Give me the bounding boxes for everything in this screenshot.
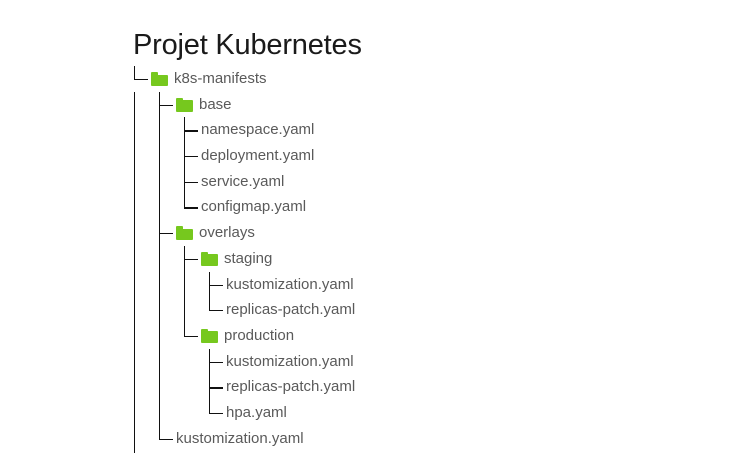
tree-guide-line xyxy=(128,425,153,453)
tree-guide-line xyxy=(153,245,178,273)
tree-node-label: production xyxy=(224,326,295,344)
tree-row-file[interactable]: replicas-patch.yaml xyxy=(128,297,728,324)
tree-row-file[interactable]: kustomization.yaml xyxy=(128,348,728,376)
file-tree: k8s-manifests base namespace.yaml deploymen… xyxy=(128,66,728,453)
tree-row-folder[interactable]: staging xyxy=(128,245,728,273)
tree-guide-line xyxy=(128,348,153,376)
tree-guide-line xyxy=(178,271,203,299)
tree-connector-elbow xyxy=(178,322,203,350)
tree-guide-line xyxy=(128,245,153,273)
tree-guide-line xyxy=(153,322,178,350)
tree-row-file[interactable]: kustomization.yaml xyxy=(128,271,728,299)
tree-guide-line xyxy=(153,399,178,427)
tree-guide-line xyxy=(128,322,153,350)
tree-connector-elbow xyxy=(128,66,153,93)
tree-row-file[interactable]: service.yaml xyxy=(128,168,728,196)
tree-guide-line xyxy=(128,168,153,196)
tree-guide-line xyxy=(153,374,178,401)
tree-connector-tee xyxy=(178,245,203,273)
tree-guide-line xyxy=(153,297,178,324)
tree-guide-line xyxy=(128,374,153,401)
tree-guide-line xyxy=(153,117,178,145)
tree-guide-line xyxy=(128,91,153,119)
tree-connector-tee xyxy=(153,220,178,247)
tree-node-label: replicas-patch.yaml xyxy=(226,301,356,319)
tree-guide-line xyxy=(128,399,153,427)
tree-guide-line xyxy=(153,168,178,196)
tree-node-label: replicas-patch.yaml xyxy=(226,378,356,396)
tree-row-folder[interactable]: k8s-manifests xyxy=(128,66,728,93)
folder-icon xyxy=(201,251,218,266)
tree-row-folder[interactable]: production xyxy=(128,322,728,350)
tree-guide-line xyxy=(128,220,153,247)
folder-icon xyxy=(201,328,218,343)
tree-node-label: hpa.yaml xyxy=(226,403,287,421)
tree-connector-elbow xyxy=(153,425,178,453)
tree-row-file[interactable]: hpa.yaml xyxy=(128,399,728,427)
tree-guide-line xyxy=(128,271,153,299)
tree-node-label: overlays xyxy=(199,224,255,242)
tree-connector-tee xyxy=(203,271,228,299)
tree-row-file[interactable]: kustomization.yaml xyxy=(128,425,728,453)
tree-node-label: kustomization.yaml xyxy=(226,352,354,370)
tree-connector-tee xyxy=(203,374,228,401)
tree-connector-tee xyxy=(203,348,228,376)
tree-node-label: kustomization.yaml xyxy=(176,429,304,447)
tree-node-label: staging xyxy=(224,249,273,267)
tree-node-label: base xyxy=(199,95,232,113)
tree-guide-line xyxy=(153,271,178,299)
page-title: Projet Kubernetes xyxy=(133,29,362,62)
tree-guide-line xyxy=(128,117,153,145)
tree-row-file[interactable]: configmap.yaml xyxy=(128,194,728,222)
tree-node-label: deployment.yaml xyxy=(201,147,315,165)
tree-node-label: configmap.yaml xyxy=(201,198,307,216)
tree-connector-tee xyxy=(153,91,178,119)
tree-node-label: kustomization.yaml xyxy=(226,275,354,293)
tree-guide-line xyxy=(128,194,153,222)
tree-guide-line xyxy=(128,143,153,170)
tree-row-folder[interactable]: base xyxy=(128,91,728,119)
tree-guide-line xyxy=(128,297,153,324)
tree-connector-elbow xyxy=(203,297,228,324)
tree-connector-tee xyxy=(178,117,203,145)
folder-icon xyxy=(176,226,193,241)
tree-row-folder[interactable]: overlays xyxy=(128,220,728,247)
tree-connector-tee xyxy=(178,143,203,170)
tree-connector-elbow xyxy=(178,194,203,221)
tree-node-label: service.yaml xyxy=(201,172,285,190)
tree-row-file[interactable]: namespace.yaml xyxy=(128,117,728,145)
tree-node-label: k8s-manifests xyxy=(174,70,267,87)
tree-connector-tee xyxy=(178,168,203,196)
tree-guide-line xyxy=(178,297,203,324)
folder-icon xyxy=(151,72,168,86)
tree-guide-line xyxy=(153,143,178,170)
tree-row-file[interactable]: deployment.yaml xyxy=(128,143,728,170)
tree-guide-line xyxy=(153,348,178,376)
folder-icon xyxy=(176,97,193,112)
tree-guide-line xyxy=(153,194,178,222)
tree-connector-elbow xyxy=(203,399,228,427)
tree-row-file[interactable]: replicas-patch.yaml xyxy=(128,374,728,401)
tree-node-label: namespace.yaml xyxy=(201,121,315,139)
